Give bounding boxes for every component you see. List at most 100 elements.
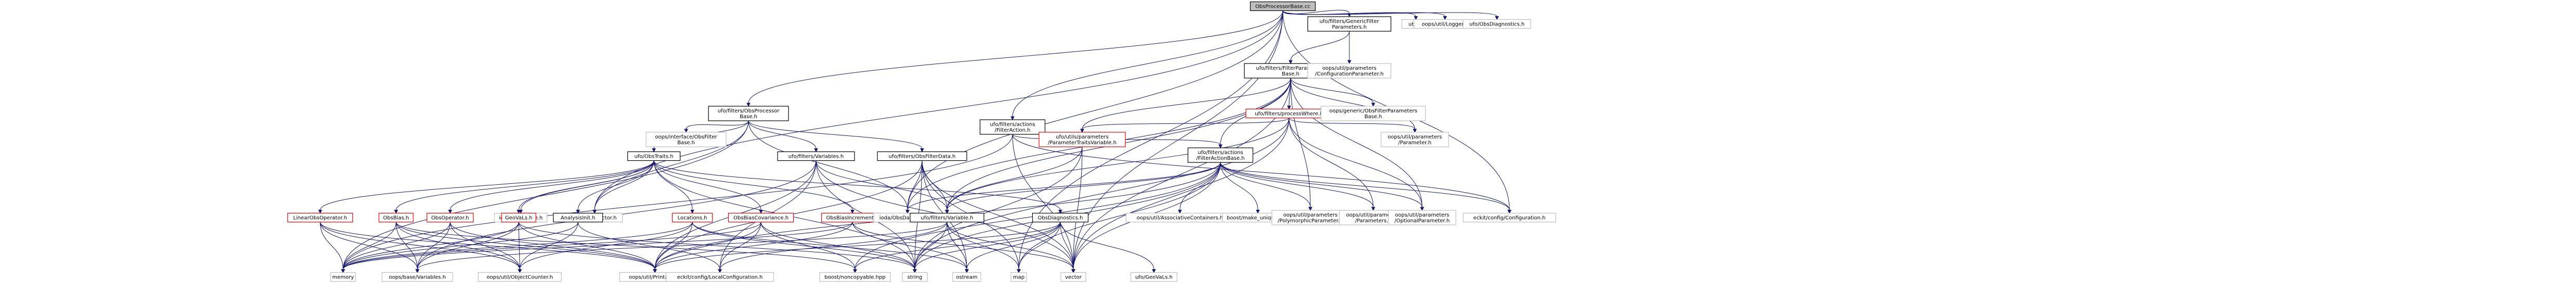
node-box [1250, 1, 1316, 11]
edge-line [748, 120, 817, 149]
edge-filteractionbase-to-paramsh [1220, 162, 1375, 211]
edge-line [343, 134, 1013, 270]
file-node-eckitconfig: eckit/config/Configuration.h [1463, 212, 1556, 223]
file-node-geovals[interactable]: GeoVaLs.h [501, 212, 536, 223]
node-label: GeoVaLs.h [505, 216, 533, 221]
node-box [819, 272, 891, 282]
edge-line [692, 222, 967, 270]
dependency-edges [318, 10, 1512, 273]
edge-filteractionbase-to-filtersvariable [945, 162, 1221, 214]
edge-arrowhead [1347, 60, 1351, 65]
edge-obstraits-to-linearobsop [318, 160, 654, 214]
edge-line [1289, 118, 1423, 208]
file-node-obsoperator[interactable]: ObsOperator.h [426, 212, 474, 223]
edge-line [343, 222, 693, 270]
node-label: Base.h [677, 140, 695, 146]
file-node-variables[interactable]: ufo/filters/Variables.h [777, 151, 855, 161]
edge-line [594, 10, 1283, 210]
edge-line [1220, 162, 1510, 210]
node-label: ufo/GeoVaLs.h [1135, 275, 1173, 281]
edge-line [1073, 118, 1290, 270]
file-node-root[interactable]: ObsProcessorBase.cc [1250, 1, 1316, 11]
node-label: ObsBias.h [383, 216, 409, 221]
edge-line [343, 222, 761, 270]
edge-filterparams-to-polyparam [1290, 78, 1312, 211]
file-node-ostream: ostream [952, 272, 981, 282]
node-box [1039, 132, 1126, 147]
edge-arrowhead [517, 210, 521, 214]
edge-line [947, 162, 1221, 210]
edge-line [654, 222, 761, 270]
edge-arrowhead [814, 148, 818, 153]
node-label: Locations.h [677, 216, 707, 221]
edge-line [816, 160, 948, 210]
edge-line [1290, 31, 1350, 61]
edge-line [760, 222, 856, 270]
edge-filteractionbase-to-assoccontainers [1178, 162, 1221, 214]
edge-arrowhead [1420, 207, 1424, 211]
file-node-utilparameter: oops/util/parameters/Parameter.h [1381, 132, 1449, 147]
edge-line [1290, 78, 1374, 104]
edge-line [1018, 162, 1221, 270]
node-label: string [908, 275, 923, 281]
file-node-filtersvariable[interactable]: ufo/filters/Variable.h [910, 212, 984, 223]
edge-line [654, 222, 693, 270]
edge-arrowhead [850, 210, 855, 214]
node-label: ObsProcessorBase.cc [1255, 4, 1310, 10]
file-node-obstraits[interactable]: ufo/ObsTraits.h [627, 151, 681, 161]
edge-line [692, 222, 915, 270]
edge-arrowhead [853, 269, 857, 273]
edge-arrowhead [318, 210, 322, 214]
edge-line [320, 222, 655, 270]
file-node-analysisinit[interactable]: AnalysisInit.h [553, 212, 603, 223]
edge-arrowhead [1495, 16, 1499, 20]
file-node-processwhere[interactable]: ufo/filters/processWhere.h [1245, 108, 1333, 119]
edge-filteractionbase-to-eckitconfig [1220, 162, 1512, 214]
edge-line [653, 160, 853, 210]
node-box [1307, 16, 1391, 32]
edge-line [1282, 10, 1497, 17]
node-label: oops/util/parameters [1388, 134, 1442, 140]
node-box [1463, 212, 1556, 223]
edge-line [1290, 78, 1415, 130]
file-node-assoccontainers: oops/util/AssociativeContainers.h [1125, 212, 1234, 223]
node-label: eckit/config/LocalConfiguration.h [677, 275, 763, 281]
file-node-obsbias[interactable]: ObsBias.h [378, 212, 414, 223]
file-node-locations[interactable]: Locations.h [672, 212, 713, 223]
file-node-obsbiascov[interactable]: ObsBiasCovariance.h [728, 212, 794, 223]
edge-line [1220, 162, 1423, 208]
node-box [1060, 272, 1086, 282]
edge-filteractionbase-to-makeunique [1220, 162, 1260, 214]
edge-line [748, 120, 908, 210]
edge-obstraits-to-obsbias [394, 160, 654, 214]
edge-obsbiasincr-to-printable [653, 222, 853, 273]
edge-line [1220, 162, 1311, 208]
file-node-obsdiag[interactable]: ObsDiagnostics.h [1032, 212, 1089, 223]
node-label: ufo/ObsDiagnostics.h [1469, 22, 1524, 28]
edge-obsdiag-to-vector [1060, 222, 1075, 273]
file-node-filteractionbase[interactable]: ufo/filters/actions/FilterActionBase.h [1187, 147, 1254, 163]
node-box [708, 106, 789, 121]
file-node-filteraction[interactable]: ufo/filters/actions/FilterAction.h [979, 119, 1046, 135]
edge-line [594, 120, 749, 210]
edge-line [907, 10, 1283, 210]
edge-line [922, 160, 1074, 270]
edge-arrowhead [448, 210, 452, 214]
node-box [1032, 212, 1089, 223]
node-label: ObsBiasIncrement.h [826, 216, 879, 221]
node-box [665, 272, 774, 282]
edge-arrowhead [1443, 16, 1447, 20]
file-node-oopsvariables: oops/base/Variables.h [382, 272, 453, 282]
edge-arrowhead [1178, 210, 1182, 214]
edge-obstraits-to-analysisinit [576, 160, 654, 214]
edge-line [343, 222, 853, 270]
file-node-obsfilterdata[interactable]: ufo/filters/ObsFilterData.h [877, 151, 967, 161]
file-node-ptraitsvar[interactable]: ufo/utils/parameters/ParameterTraitsVari… [1039, 132, 1126, 147]
file-node-obsprocbase[interactable]: ufo/filters/ObsProcessorBase.h [708, 106, 789, 121]
node-label: oops/interface/ObsFilter [655, 134, 717, 140]
file-node-linearobsop[interactable]: LinearObsOperator.h [287, 212, 353, 223]
edge-arrowhead [341, 269, 345, 273]
